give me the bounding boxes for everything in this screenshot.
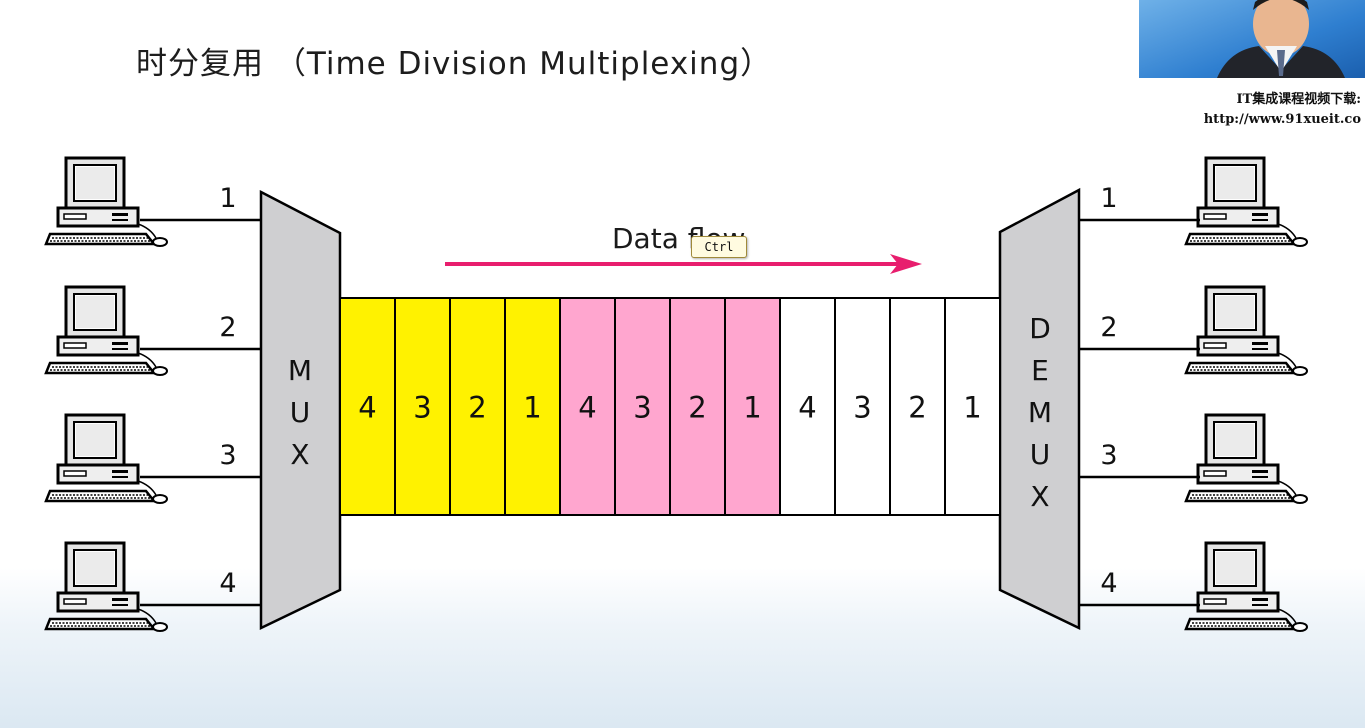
time-slot-label: 3 xyxy=(413,391,431,425)
time-slot xyxy=(889,297,946,516)
output-line-label: 4 xyxy=(1100,568,1117,599)
time-slot-label: 4 xyxy=(578,391,596,425)
mux-letter: U xyxy=(290,396,311,429)
time-slot xyxy=(449,297,506,516)
time-slot xyxy=(504,297,561,516)
ctrl-key-tooltip: Ctrl xyxy=(691,236,747,258)
slide-subtitle: 时分复用 （Time Division Multiplexing） xyxy=(136,46,773,82)
output-line-label: 3 xyxy=(1100,440,1117,471)
webcam-presenter-icon xyxy=(1139,0,1365,78)
mux-letter: M xyxy=(288,354,312,387)
time-slot xyxy=(944,297,1001,516)
time-slot-label: 2 xyxy=(468,391,486,425)
computer-icon xyxy=(44,285,169,377)
source-computers xyxy=(44,156,169,633)
mux-block xyxy=(259,189,342,630)
connection-lines: 1 2 3 4 1 2 3 4 xyxy=(140,183,1200,607)
output-line-label: 2 xyxy=(1100,312,1117,343)
demux-letter: E xyxy=(1031,354,1049,387)
time-slot-label: 1 xyxy=(523,391,541,425)
time-slot xyxy=(559,297,616,516)
input-line-label: 4 xyxy=(219,568,236,599)
demux-letter: U xyxy=(1030,438,1051,471)
time-slot-label: 4 xyxy=(798,391,816,425)
destination-computers xyxy=(1184,156,1309,633)
time-slot xyxy=(339,297,396,516)
time-slot xyxy=(724,297,781,516)
computer-icon xyxy=(1184,285,1309,377)
time-slot xyxy=(834,297,891,516)
input-line-label: 2 xyxy=(219,312,236,343)
time-slot xyxy=(779,297,836,516)
time-slot-label: 1 xyxy=(743,391,761,425)
computer-icon xyxy=(44,156,169,248)
time-slot-label: 1 xyxy=(963,391,981,425)
demux-letter: X xyxy=(1030,480,1049,513)
demux-letter: M xyxy=(1028,396,1052,429)
time-slot-label: 2 xyxy=(688,391,706,425)
computer-icon xyxy=(1184,156,1309,248)
data-flow-arrow xyxy=(445,254,922,274)
tdm-frames: 4 3 2 1 4 3 2 1 4 3 2 1 xyxy=(339,297,1001,516)
watermark-line1: IT集成课程视频下载: xyxy=(1236,92,1361,107)
input-line-label: 3 xyxy=(219,440,236,471)
demux-letter: D xyxy=(1029,312,1051,345)
time-slot-label: 3 xyxy=(853,391,871,425)
time-slot-label: 2 xyxy=(908,391,926,425)
computer-icon xyxy=(44,413,169,505)
computer-icon xyxy=(44,541,169,633)
mux-label: MUX xyxy=(288,354,312,471)
computer-icon xyxy=(1184,413,1309,505)
input-line-label: 1 xyxy=(219,183,236,214)
watermark: IT集成课程视频下载: http://www.91xueit.co xyxy=(1137,90,1365,130)
mux-letter: X xyxy=(290,438,309,471)
time-slot xyxy=(614,297,671,516)
time-slot-label: 4 xyxy=(358,391,376,425)
output-line-label: 1 xyxy=(1100,183,1117,214)
computer-icon xyxy=(1184,541,1309,633)
time-slot xyxy=(669,297,726,516)
time-slot-label: 3 xyxy=(633,391,651,425)
watermark-url: http://www.91xueit.co xyxy=(1203,112,1361,127)
